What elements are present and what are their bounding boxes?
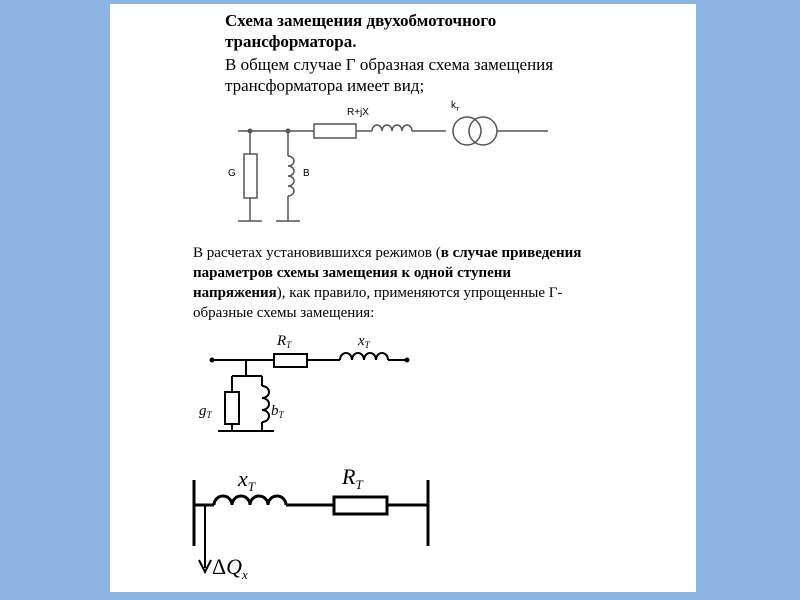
circuit2-b-label: bT <box>271 403 285 420</box>
circuit2-x-label: xT <box>357 333 371 350</box>
circuit3-dq-label: ΔQx <box>212 554 248 582</box>
circuit2-g-label: gT <box>199 403 213 420</box>
paragraph-line-3: напряжения), как правило, применяются уп… <box>193 285 563 301</box>
slide: Схема замещения двухобмоточного трансфор… <box>110 4 696 592</box>
series-impedance-label: R+jX <box>347 107 369 118</box>
circuit-1-diagram <box>238 116 548 222</box>
paragraph-line-2: параметров схемы замещения к одной ступе… <box>193 265 512 281</box>
susceptance-label: B <box>303 168 310 179</box>
paragraph-line-1: В расчетах установившихся режимов (в слу… <box>193 245 582 261</box>
conductance-label: G <box>228 168 236 179</box>
circuit3-x-label: xT <box>237 466 256 494</box>
transformer-ratio-label: kт <box>451 100 460 113</box>
circuit2-R-label: RT <box>276 333 292 350</box>
title-line-2: трансформатора. <box>225 32 357 51</box>
intro-line-2: трансформатора имеет вид; <box>225 76 425 95</box>
circuit3-R-label: RT <box>341 464 363 492</box>
circuit-3-diagram: xT RT ΔQx <box>192 464 430 582</box>
intro-line-1: В общем случае Г образная схема замещени… <box>225 55 554 74</box>
title-line-1: Схема замещения двухобмоточного <box>225 11 497 30</box>
circuit-2-diagram: RT xT gT bT <box>199 333 410 432</box>
paragraph-line-4: образные схемы замещения: <box>193 305 375 321</box>
